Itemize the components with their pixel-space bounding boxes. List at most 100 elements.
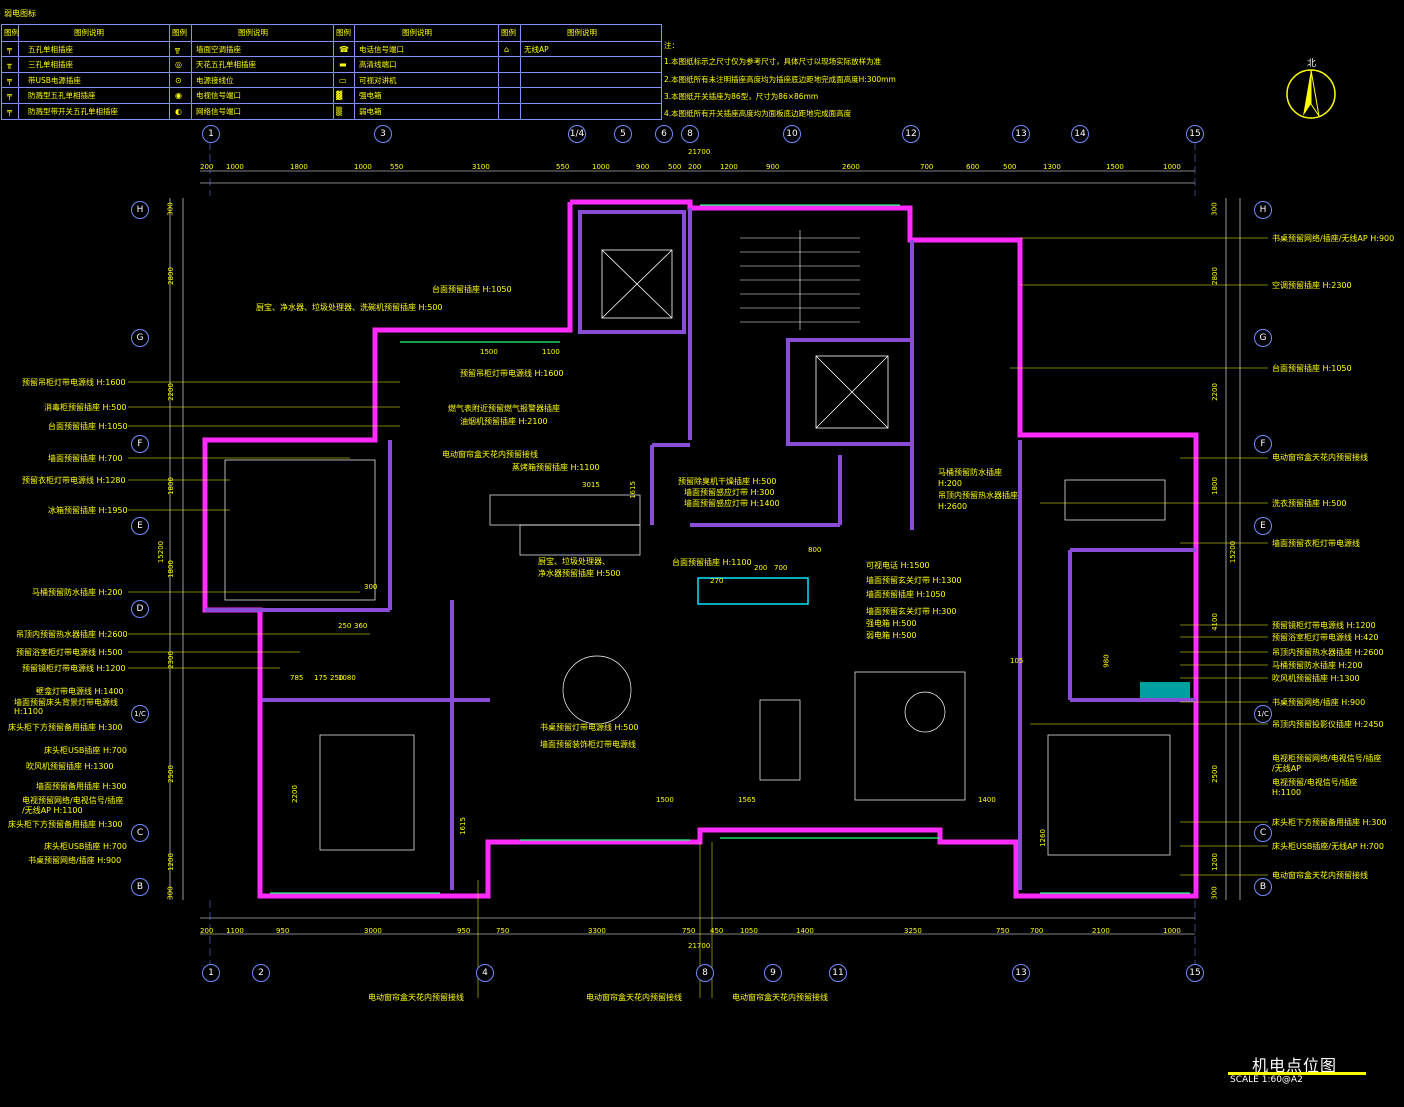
dim-left: 2300 [166, 651, 175, 669]
axis-bubble-left: B [131, 878, 149, 896]
annotation-label: 预留镜柜灯带电源线 H:1200 [1272, 621, 1376, 630]
intercom-icon: ▭ [339, 75, 347, 85]
dim-top: 2600 [842, 163, 860, 171]
legend-row: ╤ 五孔单相插座 ╦ 墙面空调插座 ☎ 电话信号端口 ⌂ 无线AP [2, 40, 661, 58]
annotation-label: 壁龛灯带电源线 H:1400 [36, 687, 124, 696]
dim-top: 600 [966, 163, 980, 171]
annotation-label: 电动窗帘盒天花内预留接线 [732, 993, 828, 1002]
legend-desc: 电源接线位 [196, 75, 234, 85]
annotation-label: 油烟机预留插座 H:2100 [460, 417, 548, 426]
legend-header: 图例说明 [402, 28, 432, 37]
annotation-label: 预留吊柜灯带电源线 H:1600 [22, 378, 126, 387]
annotation-label: 墙面预留玄关灯带 H:1300 [866, 576, 962, 585]
annotation-label: 预留镜柜灯带电源线 H:1200 [22, 664, 126, 673]
dim-top: 1500 [1106, 163, 1124, 171]
annotation-label: H:1100 [1272, 788, 1302, 797]
dim-top-total: 21700 [688, 148, 711, 156]
annotation-label: 床头柜USB插座 H:700 [44, 842, 127, 851]
wifi-ap-icon: ⌂ [504, 44, 510, 54]
axis-bubble-bottom: 11 [829, 964, 847, 982]
axis-bubble-right: H [1254, 201, 1272, 219]
dim-top: 1300 [1043, 163, 1061, 171]
axis-bubble-bottom: 9 [764, 964, 782, 982]
annotation-label: 吊顶内预留热水器插座 H:2600 [1272, 648, 1384, 657]
leader-lines [128, 237, 1268, 998]
dim-bottom: 3300 [588, 927, 606, 935]
axis-bubble-left: G [131, 329, 149, 347]
axis-bubble-top: 15 [1186, 125, 1204, 143]
dim-inner: 800 [808, 546, 822, 554]
dim-inner: 250 [338, 622, 352, 630]
dim-top: 1000 [1163, 163, 1181, 171]
dim-top: 900 [636, 163, 650, 171]
legend-desc: 强电箱 [359, 91, 382, 100]
dim-left: 1200 [166, 853, 175, 871]
axis-bubble-top: 14 [1071, 125, 1089, 143]
ceiling-socket-icon: ◎ [175, 60, 182, 69]
dim-inner: 200 [754, 564, 768, 572]
dim-bottom-total: 21700 [688, 942, 711, 950]
inner-walls [205, 208, 1196, 890]
dim-inner: 270 [710, 577, 724, 585]
axis-bubble-top: 13 [1012, 125, 1030, 143]
windows [270, 204, 1190, 894]
annotation-label: 书桌预留网络/插座/无线AP H:900 [1272, 234, 1395, 243]
legend-header: 图例说明 [567, 28, 597, 37]
annotation-label: 墙面预留感应灯带 H:300 [684, 488, 775, 497]
legend-desc: 三孔单相插座 [28, 60, 73, 69]
axis-bubble-left: F [131, 435, 149, 453]
dim-inner: 1500 [656, 796, 674, 804]
dim-inner: 700 [774, 564, 788, 572]
annotation-label: 台面预留插座 H:1050 [1272, 364, 1352, 373]
legend-desc: 墙面空调插座 [196, 44, 241, 54]
dim-top: 550 [556, 163, 570, 171]
annotation-label: 墙面预留备用插座 H:300 [36, 782, 127, 791]
dim-bottom: 950 [276, 927, 290, 935]
note-item: 1.本图纸标示之尺寸仅为参考尺寸，具体尺寸以现场实际放样为准 [664, 57, 882, 66]
annotation-label: 电视预留/电视信号/插座 [1272, 778, 1358, 787]
annotation-label: /无线AP [1272, 764, 1301, 773]
legend-desc: 电视信号端口 [196, 91, 241, 100]
legend-table: 图例 图例说明 图例 图例说明 图例 图例说明 图例 图例说明 ╤ 五孔单相插座… [1, 24, 662, 120]
annotation-label: 电视柜预留网络/电视信号/插座 [1272, 754, 1382, 763]
dim-right: 2800 [1210, 267, 1219, 285]
staircase [740, 230, 860, 330]
annotation-label: 马桶预留防水插座 H:200 [32, 588, 123, 597]
annotation-label: 电动窗帘盒天花内预留接线 [442, 450, 538, 459]
annotation-label: 台面预留插座 H:1050 [432, 285, 512, 294]
annotation-label: 床头柜下方预留备用插座 H:300 [8, 820, 123, 829]
axis-bubble-left: H [131, 201, 149, 219]
phone-port-icon: ☎ [339, 44, 349, 54]
furniture [224, 459, 1171, 856]
annotation-label: /无线AP H:1100 [22, 806, 83, 815]
dim-top: 1800 [290, 163, 308, 171]
axis-bubble-top: 1 [202, 125, 220, 143]
annotation-label: 吊顶内预留投影仪插座 H:2450 [1272, 720, 1384, 729]
axis-bubble-right: 1/C [1254, 705, 1272, 723]
annotation-label: 消毒柜预留插座 H:500 [44, 403, 127, 412]
annotation-label: 预留除臭机干燥插座 H:500 [678, 477, 777, 486]
legend-desc: 弱电箱 [359, 106, 382, 116]
annotation-label: 厨宝、垃圾处理器、 [538, 557, 610, 566]
dim-bottom: 750 [496, 927, 510, 935]
annotation-label: 吊顶内预留热水器插座 [938, 491, 1018, 500]
annotation-label: 书桌预留灯带电源线 H:500 [540, 723, 639, 732]
distribution-box [697, 577, 809, 605]
axis-bubble-right: B [1254, 878, 1272, 896]
dim-bottom: 1000 [1163, 927, 1181, 935]
annotation-label: 墙面预留感应灯带 H:1400 [684, 499, 780, 508]
dim-inner: 1080 [338, 674, 356, 682]
annotation-label: 墙面预留装饰柜灯带电源线 [540, 740, 636, 749]
annotation-label: 墙面预留玄关灯带 H:300 [866, 607, 957, 616]
axis-bubble-left: E [131, 517, 149, 535]
dim-bottom: 3000 [364, 927, 382, 935]
water-heater-box [1140, 682, 1190, 698]
dim-inner: 980 [1102, 654, 1111, 668]
dim-top: 900 [766, 163, 780, 171]
power-box-icon: ▓ [336, 91, 343, 100]
annotation-label: 墙面预留插座 H:700 [48, 454, 123, 463]
dim-bottom: 750 [682, 927, 696, 935]
annotation-label: 马桶预留防水插座 [938, 468, 1002, 477]
legend-header: 图例 [172, 28, 187, 37]
legend-header: 图例说明 [238, 28, 268, 37]
